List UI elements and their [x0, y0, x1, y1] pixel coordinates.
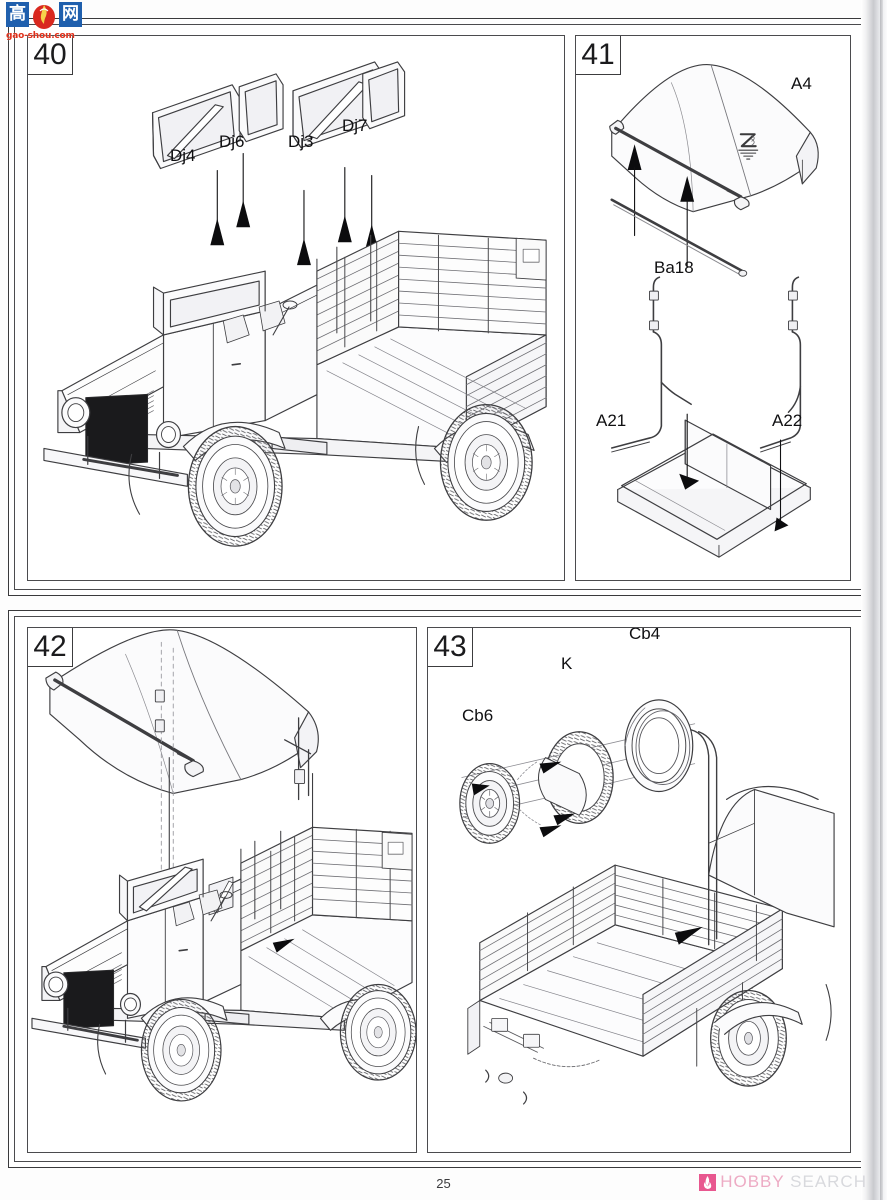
part-label-dj7: Dj7: [342, 116, 368, 135]
hobby-search-text: HOBBY SEARCH: [720, 1172, 867, 1192]
part-label-ba18: Ba18: [654, 258, 694, 277]
search-word: SEARCH: [790, 1172, 867, 1191]
step-42-illustration: [28, 628, 416, 1152]
gaoshou-logo-row: 高 网: [6, 2, 90, 30]
part-label-a21: A21: [596, 411, 627, 430]
step-panel-41: 41: [575, 35, 851, 581]
step-panel-40: 40: [27, 35, 565, 581]
panel-group-top: 40: [8, 18, 868, 596]
part-label-dj4: Dj4: [170, 146, 196, 165]
part-label-k: K: [561, 654, 573, 673]
step-number-42: 42: [28, 628, 73, 667]
step-number-41: 41: [576, 36, 621, 75]
part-label-a4: A4: [791, 74, 812, 93]
page-number: 25: [436, 1176, 451, 1191]
hobby-search-watermark: HOBBY SEARCH: [699, 1172, 867, 1192]
part-label-cb4: Cb4: [629, 627, 661, 643]
panel-group-bottom: 42: [8, 610, 868, 1168]
flame-icon: [699, 1173, 717, 1191]
gaoshou-seal-icon: [31, 2, 57, 30]
part-label-cb6: Cb6: [462, 706, 494, 725]
step-40-illustration: [28, 36, 564, 580]
scan-edge-gradient: [861, 0, 887, 1200]
step-number-40: 40: [28, 36, 73, 75]
part-label-dj3: Dj3: [288, 132, 314, 151]
gaoshou-char-2: 网: [59, 2, 82, 27]
step-panel-43: 43: [427, 627, 851, 1153]
step-43-illustration: [428, 628, 850, 1152]
step-number-43: 43: [428, 628, 473, 667]
gaoshou-watermark: 高 网 gao-shou.com: [6, 2, 90, 46]
hobby-word: HOBBY: [720, 1172, 785, 1191]
step-41-illustration: [576, 36, 850, 580]
step-panel-42: 42: [27, 627, 417, 1153]
part-label-dj6: Dj6: [219, 132, 245, 151]
part-label-a22: A22: [772, 411, 803, 430]
scan-edge-line: [880, 0, 883, 1200]
gaoshou-char-1: 高: [6, 2, 29, 27]
gaoshou-url: gao-shou.com: [6, 31, 75, 41]
